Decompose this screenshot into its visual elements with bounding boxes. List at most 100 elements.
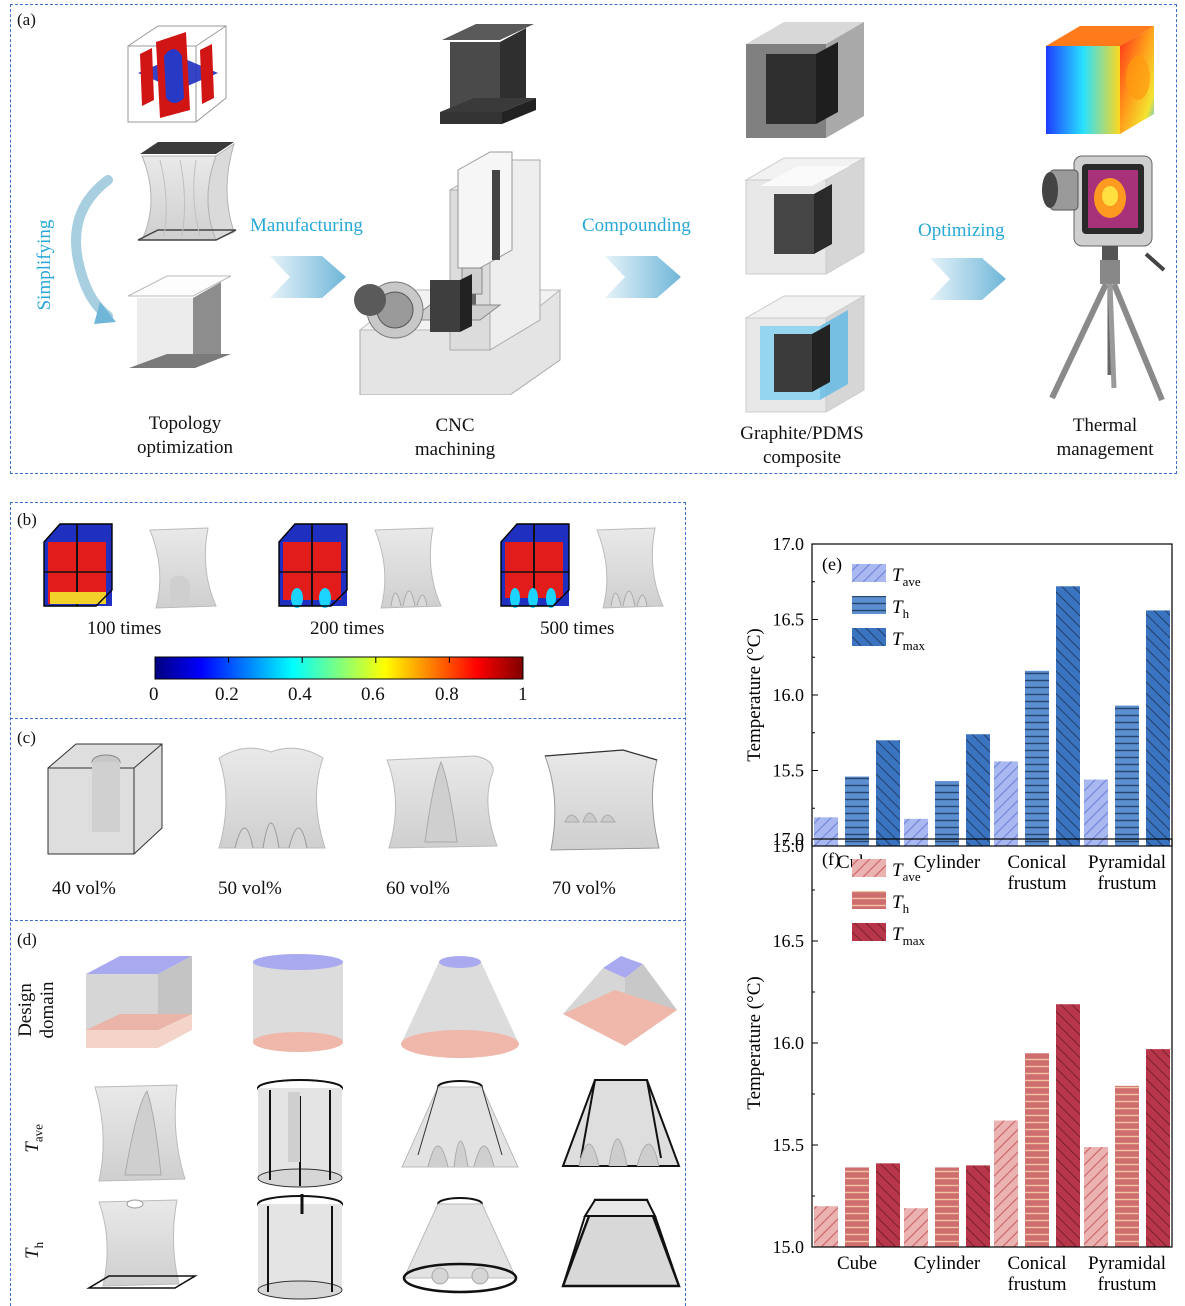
iteration-label-100: 100 times [87, 618, 162, 639]
y-tick-label: 16.5 [773, 610, 805, 630]
bar-T_h-2 [1025, 670, 1049, 846]
legend-label-T_ave: Tave [892, 860, 921, 884]
topology-caption: Topology optimization [136, 413, 234, 458]
x-tick-label-1: Cylinder [914, 1253, 981, 1274]
y-tick-label: 17.0 [773, 829, 805, 849]
density-colorbar [154, 656, 524, 680]
panel-b-label: (b) [17, 510, 37, 529]
th-pyramidal-structure [561, 1198, 681, 1288]
design-domain-cylinder [253, 954, 343, 1052]
y-tick-label: 16.0 [773, 1033, 805, 1053]
iteration-100-section [43, 523, 217, 609]
panel-c-d-divider [10, 920, 686, 921]
panel-c-label: (c) [17, 728, 36, 747]
design-domain-cube [86, 956, 192, 1048]
volume-70-structure [544, 749, 660, 851]
legend-swatch-T_h [852, 596, 886, 614]
bar-T_h-3 [1115, 705, 1139, 846]
design-domain-row-label: Design domain [15, 981, 58, 1039]
bar-T_ave-0 [814, 817, 838, 846]
tave-cylinder-structure [257, 1079, 343, 1188]
legend-swatch-T_ave [852, 859, 886, 877]
iteration-200-section [278, 523, 442, 609]
colorbar-tick-3: 0.6 [361, 684, 385, 705]
design-domain-pyramidal-frustum [563, 956, 677, 1046]
optimizing-label: Optimizing [918, 220, 1005, 241]
design-domain-conical-frustum [401, 956, 519, 1058]
volume-50-structure [218, 747, 326, 849]
volume-60-structure [386, 755, 498, 849]
bar-T_max-0 [876, 1163, 900, 1247]
x-tick-label-1: Cylinder [914, 852, 981, 873]
bar-T_h-2 [1025, 1053, 1049, 1247]
th-row-label: Th [22, 1241, 46, 1259]
x-tick-label-2: Conical [1007, 852, 1066, 873]
volume-40-structure [47, 743, 163, 855]
chart-e: 15.015.516.016.517.0CubeCylinderConicalf… [744, 534, 1173, 894]
iteration-label-500: 500 times [540, 618, 615, 639]
manufacturing-arrow [270, 256, 346, 298]
panel-a-frame [10, 4, 1177, 474]
panel-b-c-divider [10, 718, 686, 719]
bar-T_h-1 [935, 781, 959, 846]
y-tick-label: 15.5 [773, 761, 805, 781]
bar-T_h-1 [935, 1167, 959, 1247]
iteration-label-200: 200 times [310, 618, 385, 639]
tave-conical-structure [401, 1080, 519, 1168]
simplifying-label: Simplifying [34, 219, 55, 311]
bar-T_max-2 [1056, 586, 1080, 846]
legend-swatch-T_max [852, 628, 886, 646]
bar-T_max-3 [1146, 1049, 1170, 1247]
compounding-arrow [605, 256, 681, 298]
bar-T_h-3 [1115, 1085, 1139, 1247]
tave-pyramidal-structure [561, 1079, 681, 1167]
x-tick-label-0: Cube [837, 1253, 877, 1274]
legend-label-T_max: Tmax [892, 924, 925, 948]
thermal-camera-tripod [1042, 155, 1166, 402]
colorbar-tick-0: 0 [149, 684, 159, 705]
bar-T_ave-2 [994, 761, 1018, 846]
y-tick-label: 15.0 [773, 1237, 805, 1257]
legend-label-T_h: Th [892, 597, 910, 621]
bar-T_h-0 [845, 776, 869, 846]
volume-label-70: 70 vol% [552, 878, 616, 899]
legend-label-T_ave: Tave [892, 565, 921, 589]
volume-label-50: 50 vol% [218, 878, 282, 899]
simplified-box [127, 275, 232, 368]
iteration-500-section [500, 523, 664, 609]
y-tick-label: 15.5 [773, 1135, 805, 1155]
panel-bcd-frame [10, 502, 686, 1306]
colorbar-tick-2: 0.4 [288, 684, 312, 705]
cnc-machine [354, 151, 562, 395]
simplifying-arrow [71, 175, 116, 324]
bar-T_max-3 [1146, 610, 1170, 846]
thermal-caption: Thermal management [1056, 415, 1154, 460]
x-tick-label-2: frustum [1007, 873, 1066, 894]
volume-label-40: 40 vol% [52, 878, 116, 899]
composite-cube [746, 22, 864, 138]
legend-label-T_h: Th [892, 892, 910, 916]
th-cylinder-structure [257, 1194, 343, 1300]
x-tick-label-3: Pyramidal [1088, 852, 1166, 873]
tave-row-label: Tave [21, 1124, 46, 1153]
panel-tag: (f) [822, 849, 840, 870]
topology-ghost-structure [137, 142, 237, 241]
tave-cube-structure [94, 1084, 186, 1182]
th-cube-structure [86, 1199, 198, 1289]
y-tick-label: 17.0 [773, 534, 805, 554]
mould-with-part [744, 157, 866, 275]
colorbar-tick-5: 1 [518, 684, 528, 705]
panel-d-label: (d) [17, 930, 37, 949]
composite-caption: Graphite/PDMS composite [740, 423, 864, 468]
thermal-map-cube [1046, 26, 1154, 134]
y-tick-label: 15.0 [773, 836, 805, 856]
legend-swatch-T_ave [852, 564, 886, 582]
bar-T_ave-2 [994, 1120, 1018, 1247]
panel-a-label: (a) [17, 10, 36, 29]
bar-T_h-0 [845, 1167, 869, 1247]
volume-label-60: 60 vol% [386, 878, 450, 899]
y-tick-label: 16.5 [773, 931, 805, 951]
topology-result-cube [127, 25, 227, 123]
legend-label-T_max: Tmax [892, 629, 925, 653]
